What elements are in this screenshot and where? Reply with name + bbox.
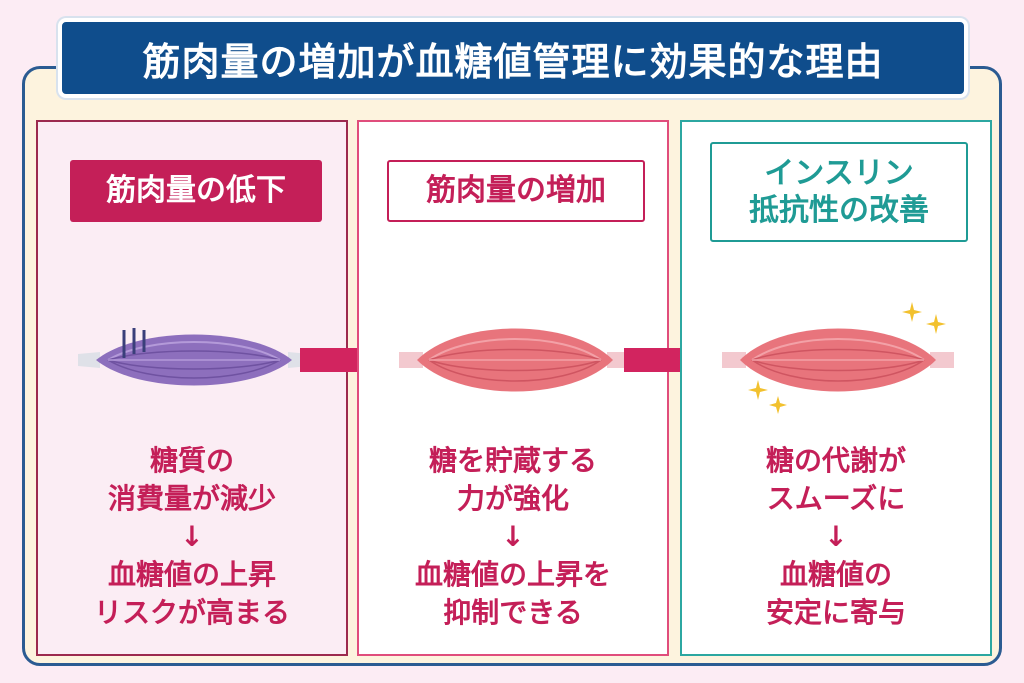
- panel-insulin-resistance: インスリン 抵抗性の改善 糖の代謝が スムーズに ↓ 血糖値の 安定に寄与: [680, 120, 992, 656]
- panel-description: 糖の代謝が スムーズに ↓ 血糖値の 安定に寄与: [682, 442, 990, 632]
- page-title: 筋肉量の増加が血糖値管理に効果的な理由: [58, 18, 968, 98]
- desc-line: 血糖値の: [779, 558, 892, 591]
- desc-line: 糖の代謝が: [765, 444, 906, 477]
- panel-label: 筋肉量の低下: [70, 160, 322, 222]
- sparkle-icon: [748, 380, 787, 414]
- desc-line: 血糖値の上昇を: [414, 558, 611, 591]
- panel-description: 糖を貯蔵する 力が強化 ↓ 血糖値の上昇を 抑制できる: [359, 442, 667, 632]
- page-title-text: 筋肉量の増加が血糖値管理に効果的な理由: [142, 39, 884, 84]
- pink-muscle-icon: [399, 328, 631, 392]
- panel-label-line: 抵抗性の改善: [749, 193, 929, 228]
- purple-muscle-icon: [78, 328, 310, 386]
- down-arrow-icon: ↓: [180, 520, 204, 553]
- desc-line: 力が強化: [456, 482, 569, 515]
- panel-label: インスリン 抵抗性の改善: [710, 142, 968, 242]
- down-arrow-icon: ↓: [501, 520, 525, 553]
- desc-line: 安定に寄与: [765, 596, 906, 629]
- sparkling-muscle-icon: [722, 328, 954, 392]
- desc-line: リスクが高まる: [93, 596, 290, 629]
- panel-muscle-increase: 筋肉量の増加 糖を貯蔵する 力が強化 ↓ 血糖値の上昇を 抑制できる: [357, 120, 669, 656]
- down-arrow-icon: ↓: [824, 520, 848, 553]
- panel-label: 筋肉量の増加: [387, 160, 645, 222]
- desc-line: 抑制できる: [443, 596, 583, 629]
- panel-description: 糖質の 消費量が減少 ↓ 血糖値の上昇 リスクが高まる: [38, 442, 346, 632]
- desc-line: 糖を貯蔵する: [428, 444, 597, 477]
- desc-line: 血糖値の上昇: [107, 558, 276, 591]
- desc-line: 消費量が減少: [107, 482, 276, 515]
- sparkle-icon: [902, 302, 946, 334]
- desc-line: 糖質の: [149, 444, 234, 477]
- panel-muscle-decrease: 筋肉量の低下 糖質の 消費量が減少 ↓ 血糖値の上昇 リスクが高まる: [36, 120, 348, 656]
- desc-line: スムーズに: [766, 482, 906, 515]
- panel-label-line: インスリン: [764, 155, 914, 191]
